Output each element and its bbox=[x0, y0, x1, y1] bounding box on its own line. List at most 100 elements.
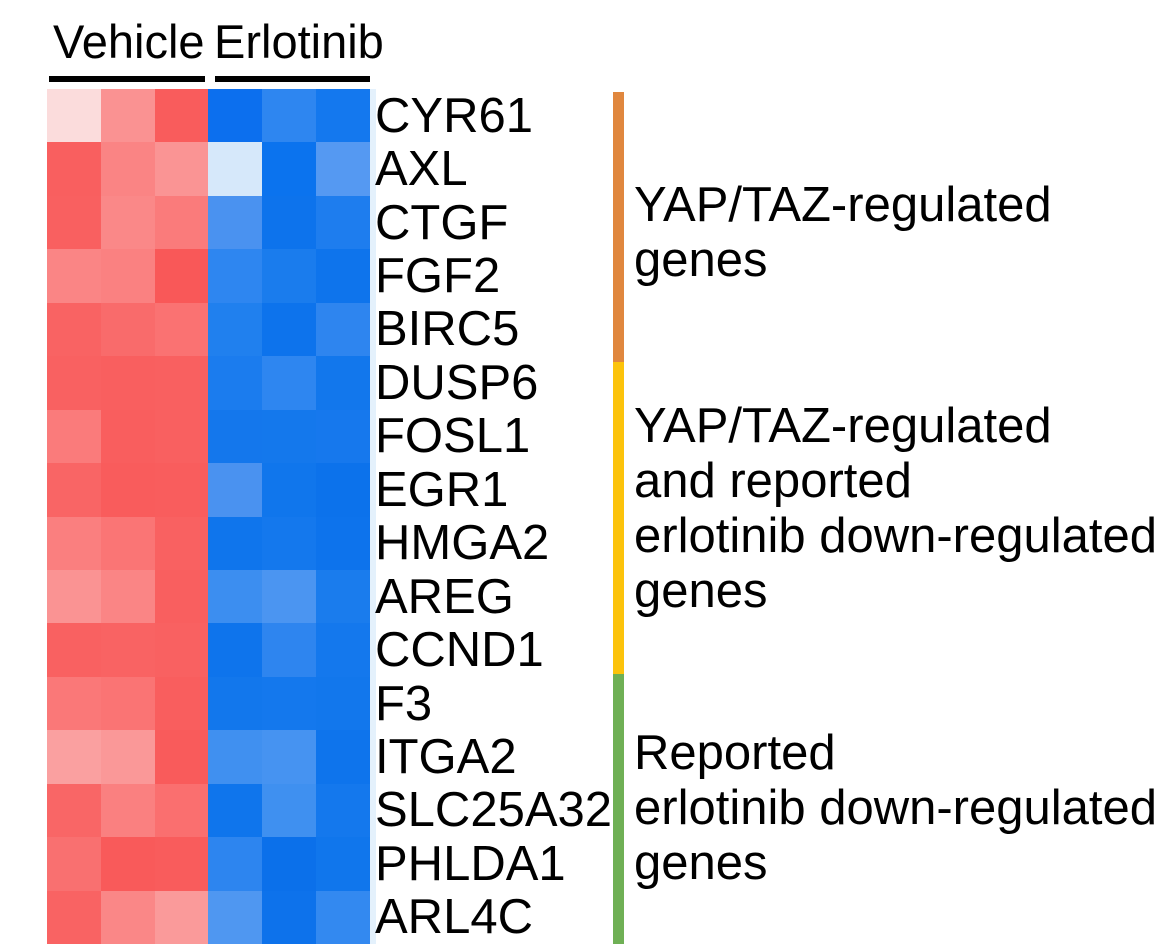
heatmap-cell bbox=[316, 516, 370, 570]
annotation-line: and reported bbox=[634, 454, 912, 508]
heatmap-cell bbox=[100, 356, 155, 410]
heatmap-cell bbox=[47, 89, 101, 143]
heatmap-cell bbox=[100, 516, 155, 570]
heatmap-cell bbox=[262, 569, 317, 624]
heatmap-cell bbox=[154, 730, 209, 784]
heatmap-right-edge bbox=[370, 89, 376, 944]
heatmap-cell bbox=[154, 302, 209, 357]
annotation-line: erlotinib down-regulated bbox=[634, 509, 1157, 563]
heatmap-cell bbox=[262, 89, 317, 143]
erlotinib-underline bbox=[215, 76, 370, 82]
annotation-line: genes bbox=[634, 836, 768, 890]
heatmap-cell bbox=[100, 837, 155, 891]
heatmap-cell bbox=[208, 89, 263, 143]
annotation-line: YAP/TAZ-regulated bbox=[634, 399, 1052, 453]
heatmap-cell bbox=[208, 516, 263, 570]
heatmap-cell bbox=[208, 837, 263, 891]
heatmap-cell bbox=[262, 249, 317, 303]
heatmap-cell bbox=[100, 195, 155, 250]
gene-label: FGF2 bbox=[375, 249, 501, 304]
gene-label: SLC25A32 bbox=[375, 783, 613, 838]
heatmap-cell bbox=[316, 409, 370, 464]
gene-label: PHLDA1 bbox=[375, 836, 566, 891]
heatmap-cell bbox=[262, 623, 317, 677]
heatmap-cell bbox=[208, 249, 263, 303]
heatmap-cell bbox=[100, 302, 155, 357]
heatmap-cell bbox=[154, 249, 209, 303]
heatmap-cell bbox=[262, 516, 317, 570]
group-label-erlotinib: Erlotinib bbox=[214, 15, 384, 68]
heatmap-cell bbox=[47, 730, 101, 784]
heatmap-cell bbox=[100, 569, 155, 624]
gene-label: AXL bbox=[375, 142, 468, 197]
heatmap-cell bbox=[47, 463, 101, 517]
gene-group-bar bbox=[613, 92, 624, 362]
heatmap-cell bbox=[316, 569, 370, 624]
heatmap-cell bbox=[208, 676, 263, 731]
heatmap-cell bbox=[154, 142, 209, 196]
gene-label: HMGA2 bbox=[375, 516, 550, 571]
heatmap-cell bbox=[262, 837, 317, 891]
heatmap-cell bbox=[316, 623, 370, 677]
heatmap-cell bbox=[100, 142, 155, 196]
heatmap-cell bbox=[47, 302, 101, 357]
heatmap-cell bbox=[262, 890, 317, 944]
heatmap-cell bbox=[154, 89, 209, 143]
vehicle-underline bbox=[49, 76, 205, 82]
heatmap-cell bbox=[208, 302, 263, 357]
heatmap-cell bbox=[262, 676, 317, 731]
annotation-line: genes bbox=[634, 564, 768, 618]
heatmap-cell bbox=[47, 516, 101, 570]
heatmap-cell bbox=[316, 837, 370, 891]
heatmap-cell bbox=[316, 783, 370, 838]
heatmap-cell bbox=[47, 142, 101, 196]
heatmap-cell bbox=[154, 356, 209, 410]
heatmap-cell bbox=[262, 356, 317, 410]
heatmap-cell bbox=[100, 783, 155, 838]
heatmap-cell bbox=[154, 409, 209, 464]
annotation-line: genes bbox=[634, 233, 768, 287]
heatmap-cell bbox=[208, 783, 263, 838]
heatmap-cell bbox=[208, 730, 263, 784]
heatmap-cell bbox=[208, 195, 263, 250]
gene-group-bar bbox=[613, 674, 624, 944]
gene-label: CTGF bbox=[375, 195, 509, 250]
heatmap-cell bbox=[100, 249, 155, 303]
gene-label: CYR61 bbox=[375, 88, 533, 143]
heatmap-cell bbox=[262, 142, 317, 196]
annotation-line: erlotinib down-regulated bbox=[634, 781, 1157, 835]
gene-label: EGR1 bbox=[375, 462, 509, 517]
heatmap-cell bbox=[316, 730, 370, 784]
annotation-line: Reported bbox=[634, 726, 836, 780]
heatmap-cell bbox=[262, 730, 317, 784]
heatmap-cell bbox=[208, 409, 263, 464]
heatmap-cell bbox=[47, 676, 101, 731]
gene-label: DUSP6 bbox=[375, 355, 539, 410]
heatmap-cell bbox=[100, 730, 155, 784]
heatmap-cell bbox=[47, 356, 101, 410]
heatmap-cell bbox=[154, 569, 209, 624]
gene-label: ITGA2 bbox=[375, 729, 517, 784]
heatmap-cell bbox=[100, 623, 155, 677]
heatmap-cell bbox=[47, 569, 101, 624]
heatmap-cell bbox=[316, 249, 370, 303]
heatmap-cell bbox=[316, 463, 370, 517]
gene-label: F3 bbox=[375, 676, 433, 731]
heatmap-cell bbox=[47, 195, 101, 250]
gene-label: ARL4C bbox=[375, 890, 533, 944]
heatmap-cell bbox=[262, 302, 317, 357]
heatmap-cell bbox=[208, 463, 263, 517]
gene-label: FOSL1 bbox=[375, 409, 531, 464]
heatmap-cell bbox=[47, 249, 101, 303]
heatmap-cell bbox=[100, 463, 155, 517]
heatmap-cell bbox=[316, 195, 370, 250]
heatmap-cell bbox=[208, 569, 263, 624]
heatmap-cell bbox=[316, 890, 370, 944]
heatmap-cell bbox=[154, 516, 209, 570]
heatmap-cell bbox=[316, 356, 370, 410]
heatmap-cell bbox=[316, 142, 370, 196]
